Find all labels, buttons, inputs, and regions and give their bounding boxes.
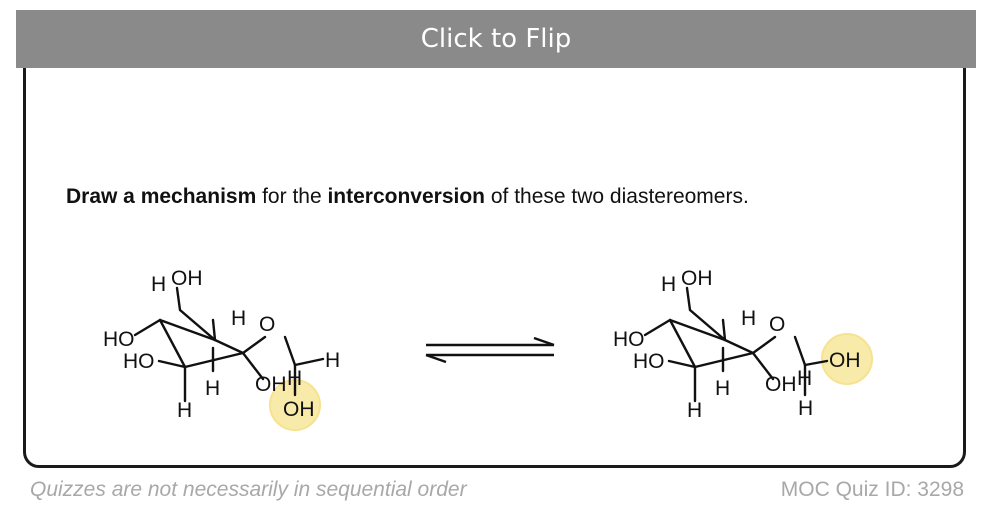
equilibrium-icon [425,336,555,364]
question-bold-2: interconversion [327,185,486,208]
left-ho-1: HO [103,328,135,351]
right-o-ring: O [769,313,785,336]
right-h-c2: H [687,399,702,422]
right-oh-c3: OH [765,373,797,396]
left-ho-2: HO [123,350,155,373]
right-ho-1: HO [613,328,645,351]
sequential-order-note: Quizzes are not necessarily in sequentia… [30,478,467,501]
question-plain-2: of these two diastereomers. [485,185,749,208]
right-oh-anomeric: OH [829,349,861,372]
left-h-c3: H [287,367,302,390]
quiz-id-label: MOC Quiz ID: 3298 [780,478,964,501]
right-molecule-structure: H OH H O HO HO OH OH H H H H [613,267,873,422]
right-anomeric-oh-highlight [821,333,873,385]
left-oh-anomeric: OH [283,398,315,421]
left-h-top: H [151,273,166,296]
right-h-ring: H [741,307,756,330]
left-molecule-structure: H OH H O HO HO H OH H H H OH [103,267,340,431]
question-text: Draw a mechanism for the interconversion… [66,185,926,209]
left-o-ring: O [259,313,275,336]
left-h-anomeric: H [325,349,340,372]
right-h-c4: H [715,377,730,400]
right-oh-top: OH [681,267,713,290]
right-h-c3: H [797,367,812,390]
right-h-top: H [661,273,676,296]
question-plain-1: for the [256,185,328,208]
flashcard[interactable] [23,16,966,468]
left-oh-c3: OH [255,373,287,396]
right-ho-2: HO [633,350,665,373]
left-oh-top: OH [171,267,203,290]
left-h-c4: H [205,377,220,400]
left-h-ring: H [231,307,246,330]
right-h-anomeric: H [798,397,813,420]
click-to-flip-button[interactable]: Click to Flip [16,10,976,68]
left-h-c2: H [177,399,192,422]
question-bold-1: Draw a mechanism [66,185,257,208]
